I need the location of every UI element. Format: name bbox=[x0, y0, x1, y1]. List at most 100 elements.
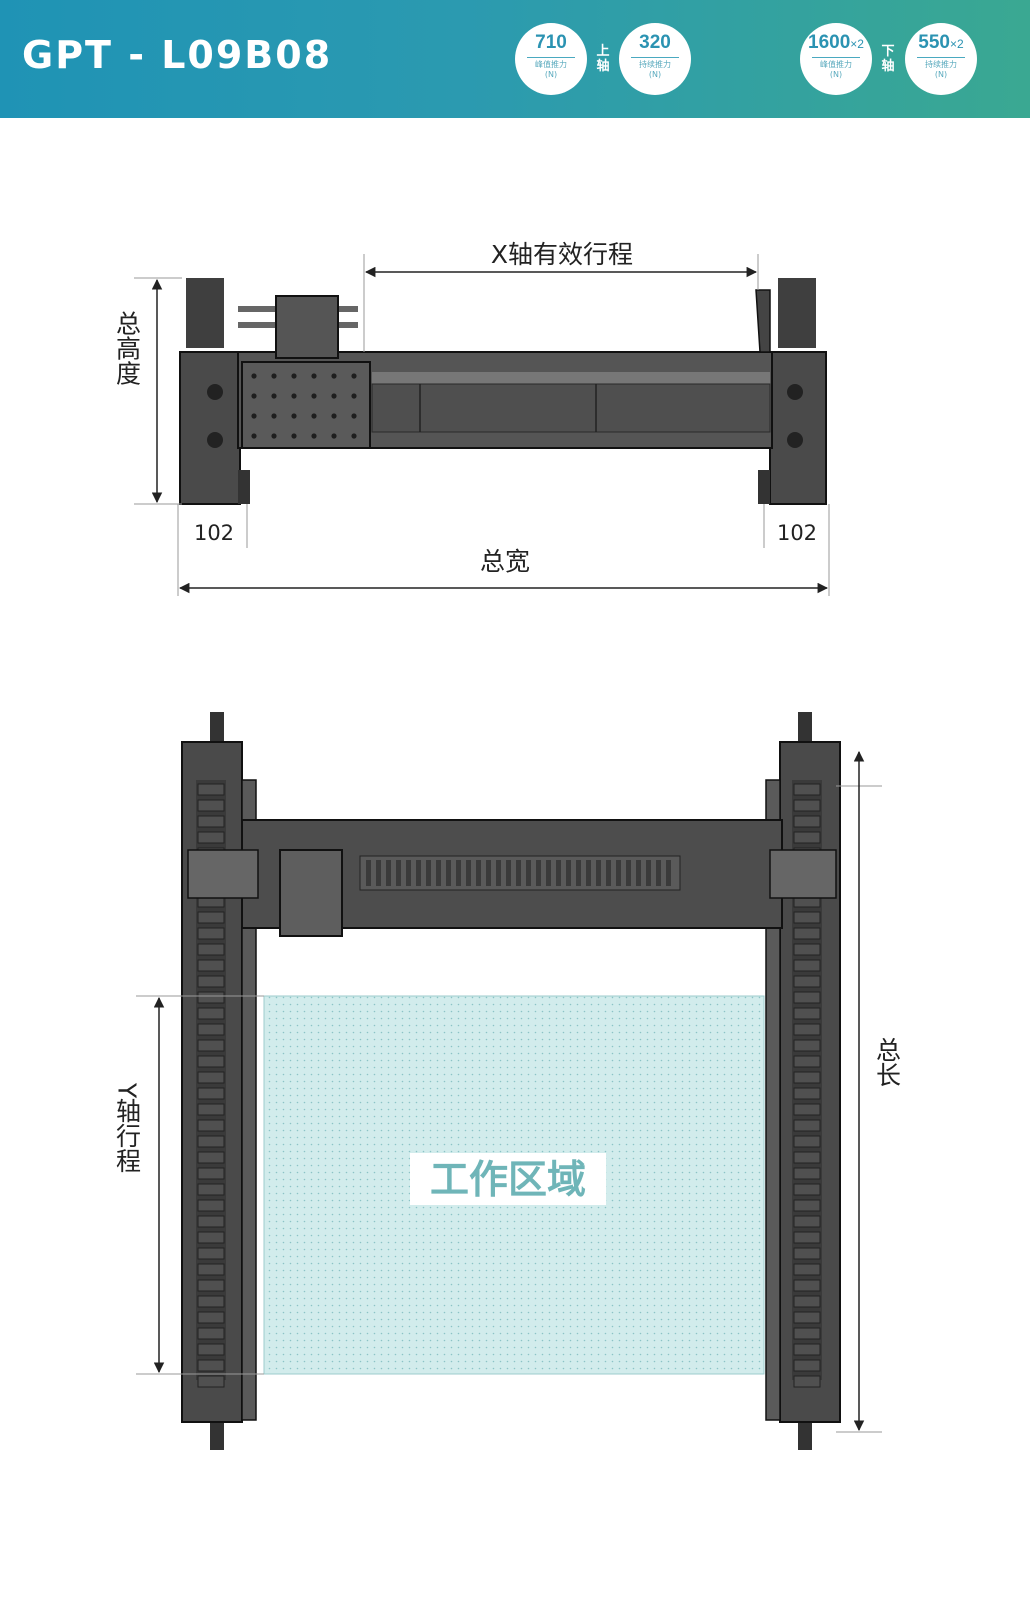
rack-tooth bbox=[416, 860, 421, 886]
rack-tooth bbox=[556, 860, 561, 886]
chain-link bbox=[793, 1343, 821, 1356]
badge-unit: (N) bbox=[648, 70, 662, 79]
rack-tooth bbox=[466, 860, 471, 886]
carriage-bolt-hole bbox=[351, 413, 357, 419]
rack-tooth bbox=[486, 860, 491, 886]
chain-link bbox=[793, 1279, 821, 1292]
chain-link bbox=[793, 1023, 821, 1036]
carriage-bolt-hole bbox=[311, 373, 317, 379]
chain-link bbox=[793, 815, 821, 828]
chain-link bbox=[197, 991, 225, 1004]
carriage-bolt-hole bbox=[291, 413, 297, 419]
rack-tooth bbox=[536, 860, 541, 886]
x-stroke-label: X轴有效行程 bbox=[491, 240, 633, 269]
total-width-label: 总宽 bbox=[480, 547, 530, 576]
rack-tooth bbox=[496, 860, 501, 886]
badge-upper-peak-force: 710 峰值推力 (N) bbox=[515, 23, 587, 95]
chain-link bbox=[197, 1119, 225, 1132]
chain-link bbox=[197, 1071, 225, 1084]
badge-upper-continuous-force: 320 持续推力 (N) bbox=[619, 23, 691, 95]
chain-link bbox=[793, 1359, 821, 1372]
chain-link bbox=[197, 1087, 225, 1100]
chain-link bbox=[793, 1375, 821, 1388]
chain-link bbox=[793, 1039, 821, 1052]
y-stroke-label: Y轴行程 bbox=[113, 1082, 142, 1173]
front-carriage-holes bbox=[251, 373, 357, 439]
badge-divider bbox=[917, 57, 965, 58]
front-left-pillar bbox=[179, 278, 250, 505]
carriage-bolt-hole bbox=[271, 433, 277, 439]
rack-tooth bbox=[586, 860, 591, 886]
chain-link bbox=[197, 1103, 225, 1116]
rack-tooth bbox=[376, 860, 381, 886]
chain-link bbox=[793, 1327, 821, 1340]
work-area-label-box bbox=[410, 1153, 606, 1205]
chain-link bbox=[793, 1007, 821, 1020]
top-gantry-beam bbox=[187, 819, 837, 937]
badge-multiplier: ×2 bbox=[950, 37, 964, 51]
chain-link bbox=[793, 1183, 821, 1196]
rack-tooth bbox=[546, 860, 551, 886]
carriage-bolt-hole bbox=[251, 433, 257, 439]
right-margin-dimension: 102 bbox=[777, 521, 817, 545]
chain-link bbox=[793, 959, 821, 972]
chain-link bbox=[197, 975, 225, 988]
rack-tooth bbox=[506, 860, 511, 886]
carriage-bolt-hole bbox=[331, 393, 337, 399]
chain-link bbox=[793, 799, 821, 812]
badge-unit: (N) bbox=[934, 70, 948, 79]
badge-divider bbox=[527, 57, 575, 58]
badge-label: 持续推力 bbox=[925, 60, 957, 69]
chain-link bbox=[197, 1215, 225, 1228]
carriage-bolt-hole bbox=[291, 433, 297, 439]
carriage-bolt-hole bbox=[351, 373, 357, 379]
top-view: 工作区域 Y轴行程 总长 bbox=[113, 712, 902, 1450]
rack-tooth bbox=[426, 860, 431, 886]
rack-tooth bbox=[616, 860, 621, 886]
chain-link bbox=[197, 799, 225, 812]
chain-link bbox=[197, 1007, 225, 1020]
chain-link bbox=[197, 943, 225, 956]
chain-link bbox=[197, 1039, 225, 1052]
rack-tooth bbox=[636, 860, 641, 886]
chain-link bbox=[197, 1231, 225, 1244]
chain-link bbox=[197, 1311, 225, 1324]
carriage-bolt-hole bbox=[271, 413, 277, 419]
header-banner: GPT - L09B08 710 峰值推力 (N) 上轴 320 持续推力 (N… bbox=[0, 0, 1030, 118]
chain-link bbox=[197, 1151, 225, 1164]
badge-divider bbox=[812, 57, 860, 58]
carriage-bolt-hole bbox=[351, 393, 357, 399]
rack-tooth bbox=[656, 860, 661, 886]
chain-link bbox=[197, 783, 225, 796]
left-margin-dimension: 102 bbox=[194, 521, 234, 545]
chain-link bbox=[793, 783, 821, 796]
chain-link bbox=[197, 1167, 225, 1180]
badge-value: 550 bbox=[918, 32, 950, 53]
chain-link bbox=[197, 1327, 225, 1340]
carriage-bolt-hole bbox=[251, 413, 257, 419]
chain-link bbox=[793, 1295, 821, 1308]
chain-link bbox=[197, 1023, 225, 1036]
carriage-bolt-hole bbox=[311, 393, 317, 399]
rack-tooth bbox=[446, 860, 451, 886]
rack-tooth bbox=[396, 860, 401, 886]
badge-label: 持续推力 bbox=[639, 60, 671, 69]
badge-label: 峰值推力 bbox=[535, 60, 567, 69]
rack-tooth bbox=[406, 860, 411, 886]
chain-link bbox=[793, 1263, 821, 1276]
carriage-bolt-hole bbox=[311, 433, 317, 439]
chain-link bbox=[197, 1343, 225, 1356]
carriage-bolt-hole bbox=[291, 373, 297, 379]
front-view: X轴有效行程 总高度 102 102 总宽 bbox=[113, 240, 830, 596]
badge-multiplier: ×2 bbox=[850, 37, 864, 51]
rack-tooth bbox=[576, 860, 581, 886]
chain-link bbox=[793, 1231, 821, 1244]
rack-tooth bbox=[476, 860, 481, 886]
chain-link bbox=[793, 1199, 821, 1212]
carriage-bolt-hole bbox=[351, 433, 357, 439]
chain-link bbox=[793, 831, 821, 844]
rack-tooth bbox=[626, 860, 631, 886]
chain-link bbox=[197, 815, 225, 828]
rack-tooth bbox=[526, 860, 531, 886]
